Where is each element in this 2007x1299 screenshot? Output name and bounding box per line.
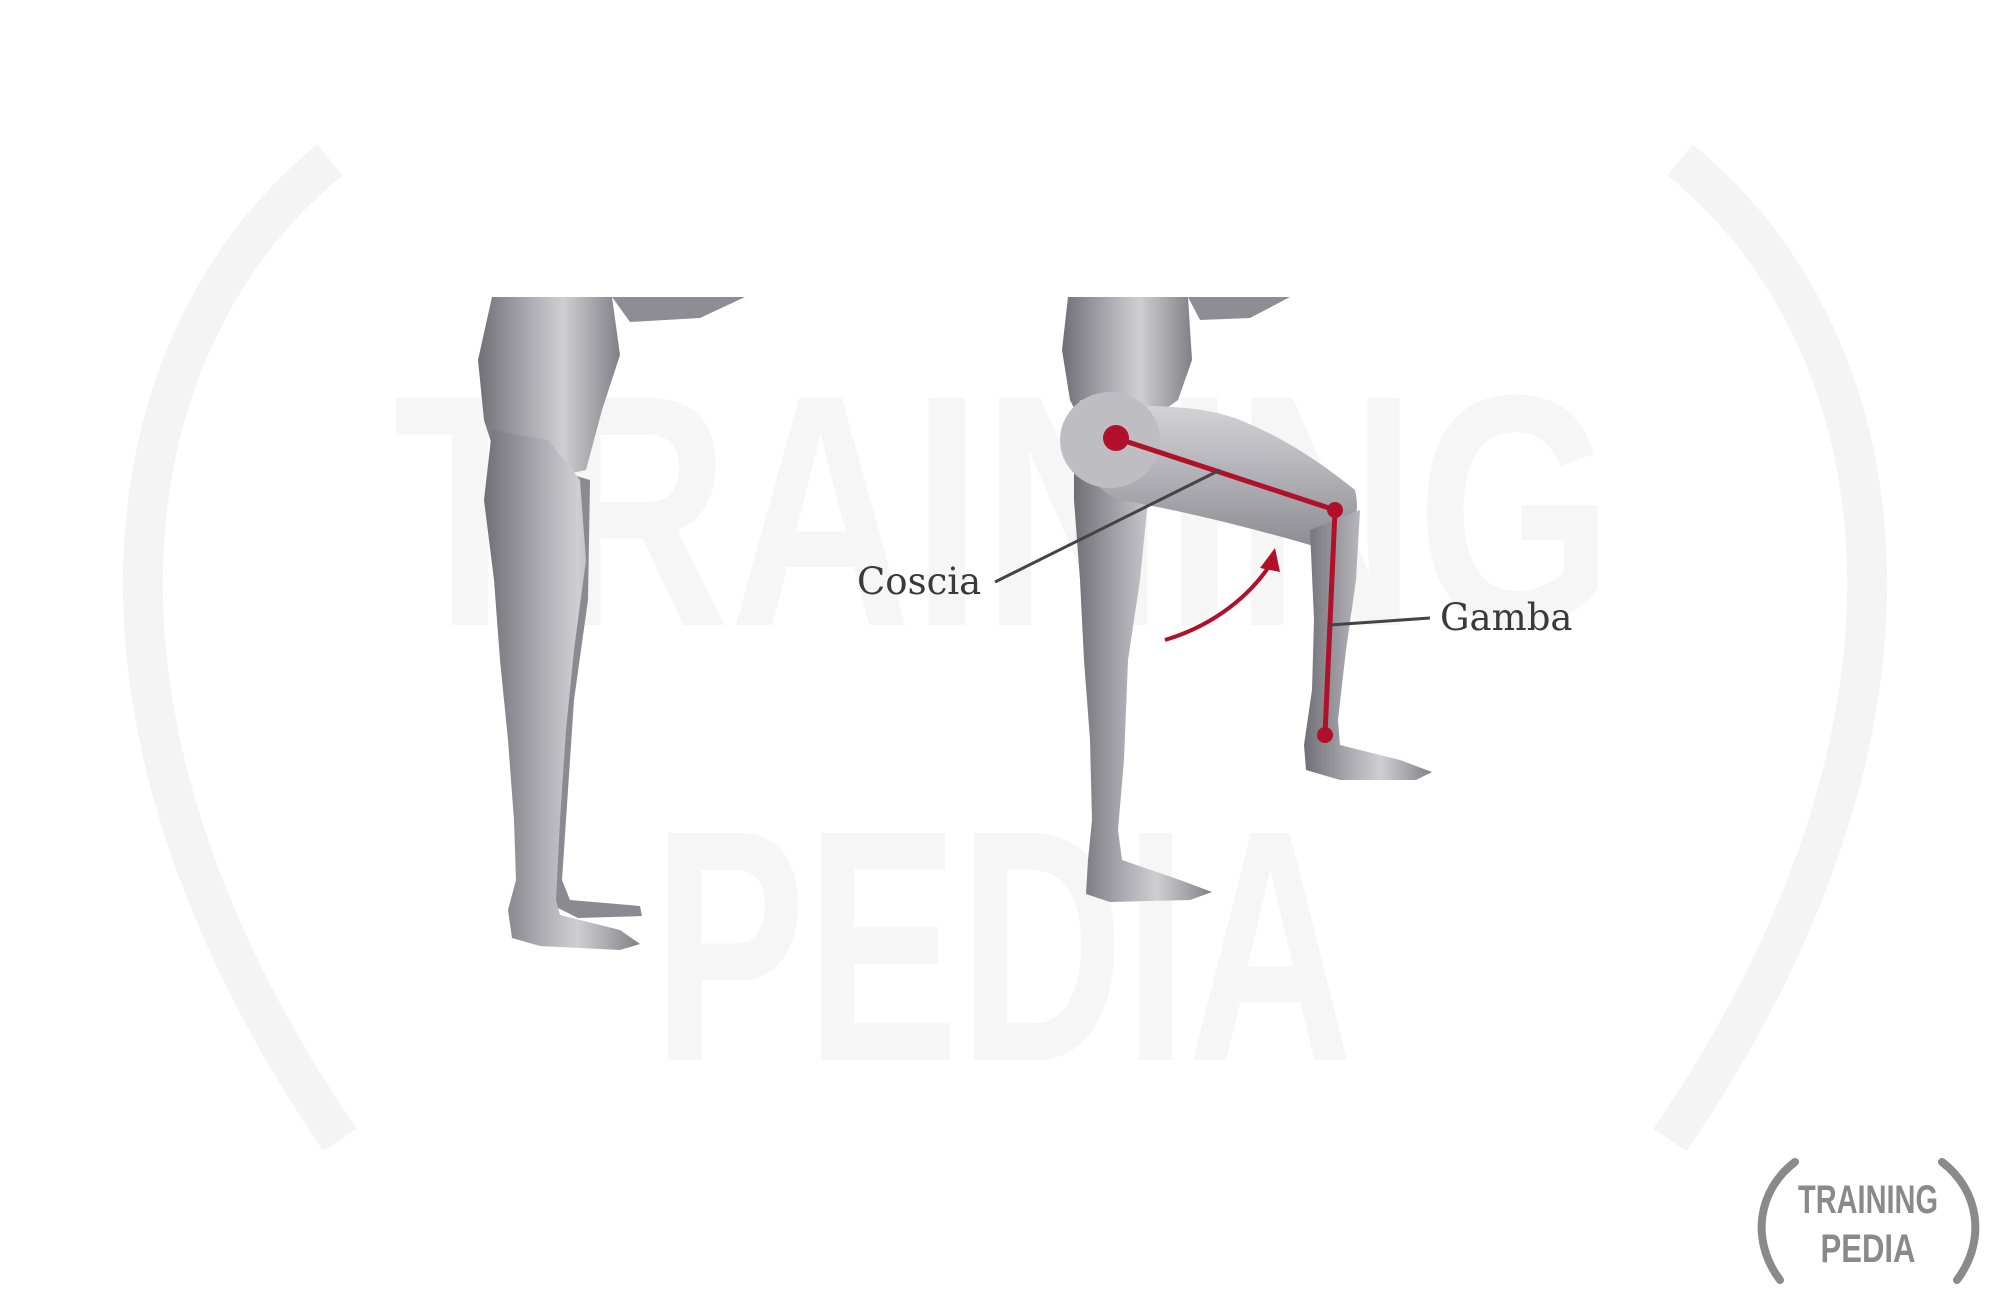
left-figure-torso (478, 297, 620, 478)
right-figure-lower-leg (1304, 510, 1432, 780)
thigh-leader-line (994, 468, 1221, 584)
leg-label: Gamba (1440, 596, 1572, 639)
logo-line-2: PEDIA (1821, 1227, 1916, 1271)
right-figure-standing-leg (1074, 420, 1212, 902)
thigh-segment (1115, 435, 1336, 513)
knee-joint-marker (1327, 502, 1343, 518)
standing-legs-illustration (478, 297, 745, 950)
watermark-wreath-right (1653, 144, 1888, 1152)
hip-joint-marker (1103, 425, 1129, 451)
left-figure-front-leg (484, 430, 640, 950)
thigh-label-group: Coscia (857, 468, 1221, 603)
laurel-wreath-icon (1757, 1158, 1980, 1284)
ankle-joint-marker (1317, 727, 1333, 743)
watermark-wreath-left (122, 144, 357, 1152)
curved-arrow-icon (1164, 548, 1280, 642)
thigh-label: Coscia (857, 560, 981, 603)
leg-leader-line (1329, 616, 1431, 627)
trainingpedia-logo: TRAINING PEDIA (1757, 1158, 1980, 1284)
background-watermark: TRAINING PEDIA (122, 144, 1888, 1152)
leg-label-group: Gamba (1329, 596, 1572, 639)
joint-overlay (1103, 425, 1343, 743)
right-figure-arm (1188, 297, 1290, 320)
watermark-line-2: PEDIA (653, 761, 1353, 1130)
logo-line-1: TRAINING (1798, 1178, 1938, 1222)
left-figure-arm (612, 297, 745, 322)
leg-segment (1322, 509, 1338, 736)
